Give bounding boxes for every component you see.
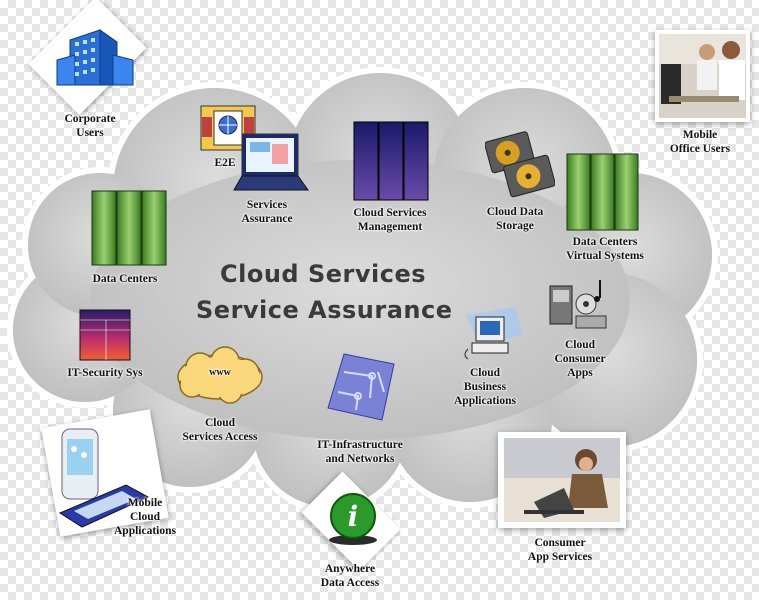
consumer-app-services-label: Consumer App Services (527, 537, 593, 563)
consumer-laptop-photo-icon[interactable] (504, 438, 620, 522)
diagram-title-line1: Cloud Services (220, 260, 427, 288)
data-centers-virtual-systems-label: Data Centers Virtual Systems (566, 236, 644, 262)
it-infrastructure-networks-label: IT-Infrastructure and Networks (317, 439, 403, 465)
cloud-data-storage-label: Cloud Data Storage (486, 206, 544, 232)
laptop-icon[interactable] (232, 130, 310, 196)
it-security-sys-label: IT-Security Sys (67, 367, 143, 379)
virtual-systems-servers-icon[interactable] (565, 150, 641, 232)
data-centers-label: Data Centers (92, 273, 158, 285)
mobile-office-users-label: Mobile Office Users (669, 129, 731, 155)
www-cloud-icon[interactable] (170, 345, 270, 407)
office-users-photo-icon[interactable] (659, 34, 746, 118)
security-server-icon[interactable] (78, 308, 132, 362)
services-assurance-label: Services Assurance (241, 199, 293, 225)
info-glyph: i (348, 500, 359, 533)
anywhere-data-access-label: Anywhere Data Access (320, 563, 380, 589)
management-servers-icon[interactable] (352, 118, 432, 202)
corporate-users-label: Corporate Users (64, 113, 116, 139)
e2e-label: E2E (214, 157, 236, 169)
diagram-title-line2: Service Assurance (196, 296, 453, 324)
hard-drive-icon[interactable] (485, 128, 555, 200)
business-app-computer-icon[interactable] (460, 305, 526, 361)
cloud-services-access-label: Cloud Services Access (182, 417, 258, 443)
data-center-servers-icon[interactable] (90, 185, 170, 267)
info-icon[interactable]: i (325, 490, 381, 548)
circuit-chip-icon[interactable] (322, 352, 402, 424)
cloud-consumer-apps-label: Cloud Consumer Apps (554, 339, 606, 379)
www-label: www (209, 367, 231, 378)
mobile-devices-icon[interactable] (56, 425, 156, 533)
e2e-icon[interactable] (200, 105, 256, 151)
cloud-services-management-label: Cloud Services Management (353, 207, 427, 233)
multimedia-apps-icon[interactable] (548, 276, 610, 332)
mobile-cloud-applications-label: Mobile Cloud Applications (114, 497, 176, 537)
building-icon[interactable] (55, 20, 140, 90)
cloud-business-applications-label: Cloud Business Applications (454, 367, 516, 407)
